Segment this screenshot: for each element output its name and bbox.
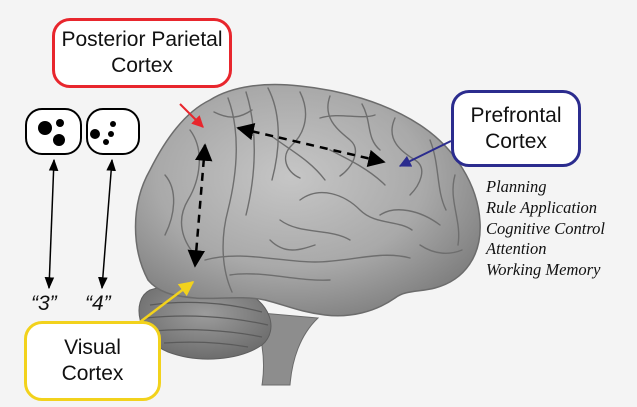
stimulus-4-dots	[87, 109, 139, 154]
posterior-parietal-line2: Cortex	[61, 53, 222, 79]
visual-line2: Cortex	[62, 361, 124, 387]
prefrontal-functions-list: Planning Rule Application Cognitive Cont…	[486, 177, 605, 281]
prefrontal-line1: Prefrontal	[470, 103, 561, 129]
function-item: Rule Application	[486, 198, 605, 219]
visual-callout: Visual Cortex	[24, 321, 161, 401]
stimulus-3-label: “3”	[31, 292, 57, 316]
posterior-parietal-line1: Posterior Parietal	[61, 27, 222, 53]
stimulus-4-label: “4”	[85, 292, 111, 316]
function-item: Cognitive Control	[486, 219, 605, 240]
function-item: Working Memory	[486, 260, 605, 281]
prefrontal-callout: Prefrontal Cortex	[451, 90, 581, 167]
prefrontal-line2: Cortex	[470, 129, 561, 155]
function-item: Planning	[486, 177, 605, 198]
posterior-parietal-callout: Posterior Parietal Cortex	[52, 18, 232, 88]
stimulus-4-arrow	[102, 160, 112, 288]
stimulus-3-arrow	[49, 160, 54, 288]
visual-line1: Visual	[62, 335, 124, 361]
function-item: Attention	[486, 239, 605, 260]
stimulus-3-dots	[26, 109, 81, 154]
